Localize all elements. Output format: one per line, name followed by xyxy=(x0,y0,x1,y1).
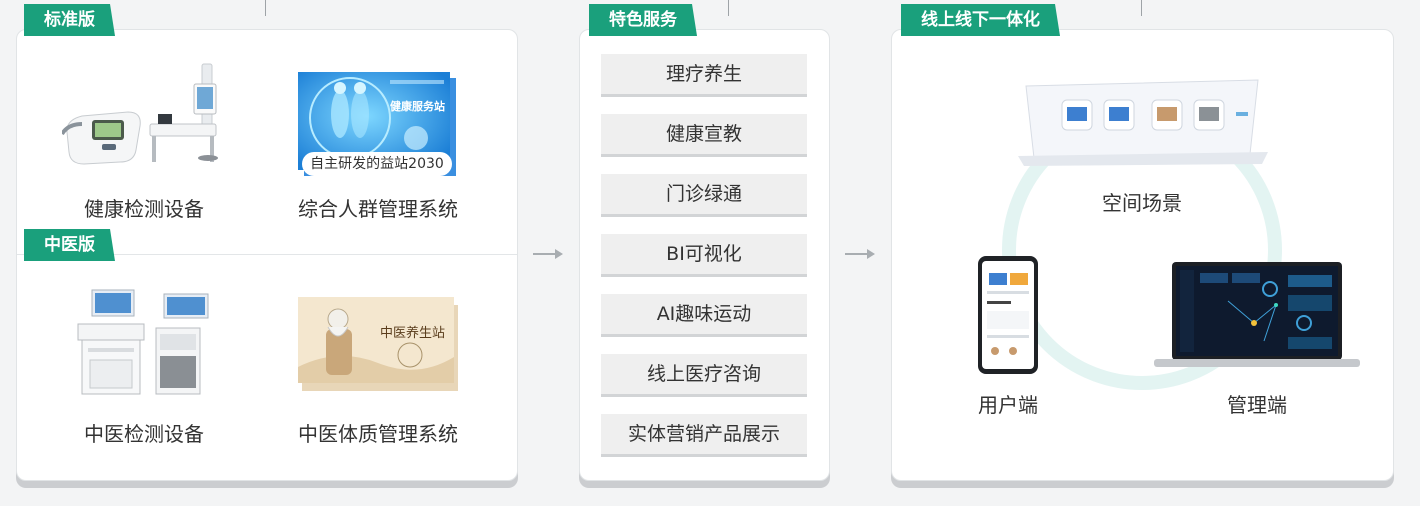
divider xyxy=(17,254,517,255)
tcm-management-screen xyxy=(298,297,458,391)
service-item: AI趣味运动 xyxy=(601,294,807,337)
connector-stem xyxy=(728,0,729,16)
service-item: 健康宣教 xyxy=(601,114,807,157)
tag-label: 中医版 xyxy=(44,235,95,255)
user-app-image xyxy=(978,256,1038,374)
user-end-label: 用户端 xyxy=(978,393,1038,417)
space-scene-label: 空间场景 xyxy=(1102,191,1182,215)
arrow-right-icon xyxy=(533,249,563,259)
tcm-device-label: 中医检测设备 xyxy=(84,422,204,446)
health-device-image xyxy=(62,63,218,165)
tcm-edition-tag: 中医版 xyxy=(24,229,115,261)
service-item: 理疗养生 xyxy=(601,54,807,97)
screen-title: 健康服务站 xyxy=(390,100,445,113)
standard-edition-tag: 标准版 xyxy=(24,4,115,36)
service-item: 线上医疗咨询 xyxy=(601,354,807,397)
tcm-device-image xyxy=(77,289,209,395)
tag-label: 线上线下一体化 xyxy=(921,10,1040,30)
tag-label: 标准版 xyxy=(44,10,95,30)
admin-dashboard-image xyxy=(1154,262,1360,367)
station-caption: 自主研发的益站2030 xyxy=(302,152,452,176)
screen-title: 中医养生站 xyxy=(380,326,446,341)
tag-label: 特色服务 xyxy=(609,10,677,30)
service-item: 实体营销产品展示 xyxy=(601,414,807,457)
connector-stem xyxy=(1141,0,1142,16)
featured-services-tag: 特色服务 xyxy=(589,4,697,36)
admin-end-label: 管理端 xyxy=(1227,393,1287,417)
connector-stem xyxy=(265,0,266,16)
tcm-system-label: 中医体质管理系统 xyxy=(298,422,458,446)
service-item: 门诊绿通 xyxy=(601,174,807,217)
health-device-label: 健康检测设备 xyxy=(84,197,204,221)
space-scene-image xyxy=(1018,79,1268,166)
arrow-right-icon xyxy=(845,249,875,259)
service-item: BI可视化 xyxy=(601,234,807,277)
online-offline-tag: 线上线下一体化 xyxy=(901,4,1060,36)
crowd-system-label: 综合人群管理系统 xyxy=(298,197,458,221)
